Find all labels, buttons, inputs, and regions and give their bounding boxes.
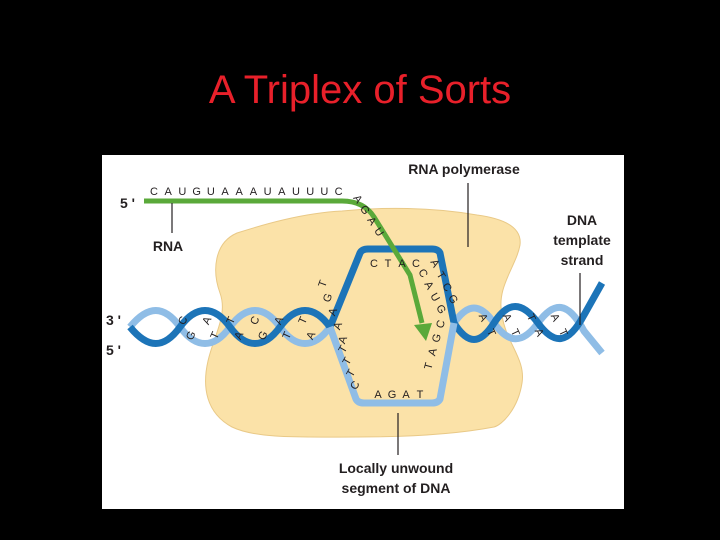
slide-title: A Triplex of Sorts [208, 68, 512, 112]
template-base-letter: C [370, 258, 378, 270]
rna-base-letter: U [306, 186, 314, 198]
rna-base-letter: A [221, 186, 229, 198]
rna-polymerase-label: RNA polymerase [408, 161, 520, 177]
coding-base-letter: T [422, 361, 435, 371]
unwound-segment-label-line2: segment of DNA [342, 480, 451, 496]
helix-base-letter: T [508, 327, 522, 338]
helix-base-letter: T [280, 330, 294, 341]
rna-transcript [144, 198, 425, 324]
template-base-letter: T [316, 279, 330, 290]
rna-base-letter: U [320, 186, 328, 198]
coding-base-letter: G [388, 389, 397, 401]
rna-base-letter: A [250, 186, 258, 198]
coding-base-letter: T [417, 389, 424, 401]
dna-five-prime-label: 5 ' [106, 342, 121, 358]
coding-base-letter: A [402, 389, 410, 401]
template-strand-label-line2: template [553, 232, 611, 248]
template-base-letter: G [321, 292, 335, 304]
rna-base-letter: G [192, 186, 201, 198]
rna-base-letter: A [165, 186, 173, 198]
rna-base-letter: A [236, 186, 244, 198]
rna-base-letter: U [264, 186, 272, 198]
coding-base-letter: G [430, 333, 444, 344]
helix-base-letter: T [208, 330, 222, 341]
rna-base-letter: U [292, 186, 300, 198]
template-base-letter: A [331, 320, 345, 332]
left-template-strand [127, 307, 333, 347]
rna-arrowhead [414, 323, 432, 341]
rna-label: RNA [153, 238, 183, 254]
rna-base-letter: C [335, 186, 343, 198]
unwound-segment-label-line1: Locally unwound [339, 460, 453, 476]
rna-base-letter: C [150, 186, 158, 198]
template-base-letter: A [336, 334, 350, 346]
template-strand-label-line1: DNA [567, 212, 597, 228]
template-strand-label-line3: strand [561, 252, 604, 268]
helix-base-letter: T [524, 312, 538, 323]
helix-base-letter: T [484, 327, 498, 338]
bubble-template-strand [326, 245, 458, 329]
helix-base-letter: T [224, 315, 238, 326]
rna-base-letter: A [278, 186, 286, 198]
coding-base-letter: A [374, 389, 382, 401]
right-template-strand [451, 281, 606, 343]
helix-base-letter: T [296, 315, 310, 326]
coding-base-letter: C [434, 319, 448, 330]
dna-three-prime-label: 3 ' [106, 312, 121, 328]
bubble-coding-strand [326, 322, 458, 407]
template-base-letter: C [412, 258, 420, 270]
right-coding-strand [451, 303, 605, 356]
template-base-letter: A [326, 306, 340, 318]
template-base-letter: T [385, 258, 392, 270]
template-base-letter: A [398, 258, 406, 270]
helix-base-letter: A [200, 314, 214, 326]
rna-base-letter: U [178, 186, 186, 198]
coding-base-letter: A [426, 346, 440, 357]
rna-base-letter: U [207, 186, 215, 198]
helix-base-letter: T [556, 327, 570, 338]
rna-five-prime-label: 5 ' [120, 195, 135, 211]
